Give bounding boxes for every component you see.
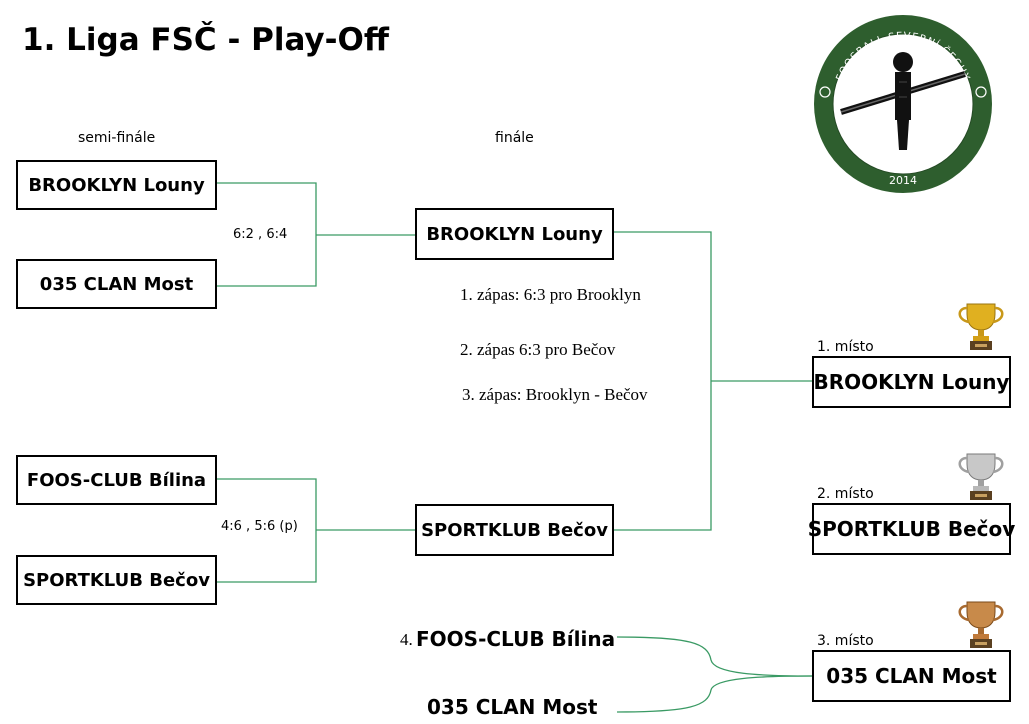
- final-match-1: 1. zápas: 6:3 pro Brooklyn: [460, 285, 641, 304]
- third-place-label: 3. místo: [817, 633, 874, 649]
- team-name: 035 CLAN Most: [826, 664, 997, 688]
- team-name: 035 CLAN Most: [39, 273, 194, 295]
- semi-lower-team2-box: SPORTKLUB Bečov: [16, 555, 217, 605]
- team-name: SPORTKLUB Bečov: [421, 519, 608, 541]
- third-place-prefix: 4.: [400, 630, 413, 649]
- third-place-box: 035 CLAN Most: [812, 650, 1011, 702]
- final-match-3: 3. zápas: Brooklyn - Bečov: [462, 385, 648, 404]
- semi-lower-score: 4:6 , 5:6 (p): [221, 519, 298, 534]
- semi-upper-score: 6:2 , 6:4: [233, 227, 288, 242]
- gold-trophy-icon: [958, 303, 1004, 350]
- semi-lower-team1-box: FOOS-CLUB Bílina: [16, 455, 217, 505]
- league-logo: FOOSBALL SEVERNÍ ČECHY 2014: [814, 15, 992, 193]
- third-place-connector-bottom: [616, 675, 813, 713]
- logo-year: 2014: [889, 174, 917, 187]
- third-place-connector-top: [616, 636, 813, 677]
- second-place-label: 2. místo: [817, 486, 874, 502]
- third-place-team2: 035 CLAN Most: [427, 695, 598, 719]
- final-connector: [614, 231, 712, 531]
- team-name: FOOS-CLUB Bílina: [26, 469, 207, 491]
- team-name: BROOKLYN Louny: [813, 370, 1010, 394]
- first-place-box: BROOKLYN Louny: [812, 356, 1011, 408]
- bronze-trophy-icon: [958, 601, 1004, 648]
- final-label: finále: [495, 130, 534, 146]
- final-team2-box: SPORTKLUB Bečov: [415, 504, 614, 556]
- third-place-team1: FOOS-CLUB Bílina: [416, 627, 616, 651]
- page-title: 1. Liga FSČ - Play-Off: [22, 22, 389, 58]
- second-place-box: SPORTKLUB Bečov: [808, 503, 1015, 555]
- first-place-label: 1. místo: [817, 339, 874, 355]
- semi-upper-team2-box: 035 CLAN Most: [16, 259, 217, 309]
- team-name: SPORTKLUB Bečov: [807, 517, 1016, 541]
- semi-upper-team1-box: BROOKLYN Louny: [16, 160, 217, 210]
- final-team1-box: BROOKLYN Louny: [415, 208, 614, 260]
- semi-final-label: semi-finále: [78, 130, 156, 146]
- silver-trophy-icon: [958, 453, 1004, 500]
- team-name: SPORTKLUB Bečov: [23, 569, 210, 591]
- team-name: BROOKLYN Louny: [28, 174, 205, 196]
- team-name: BROOKLYN Louny: [426, 223, 603, 245]
- final-match-2: 2. zápas 6:3 pro Bečov: [460, 340, 616, 359]
